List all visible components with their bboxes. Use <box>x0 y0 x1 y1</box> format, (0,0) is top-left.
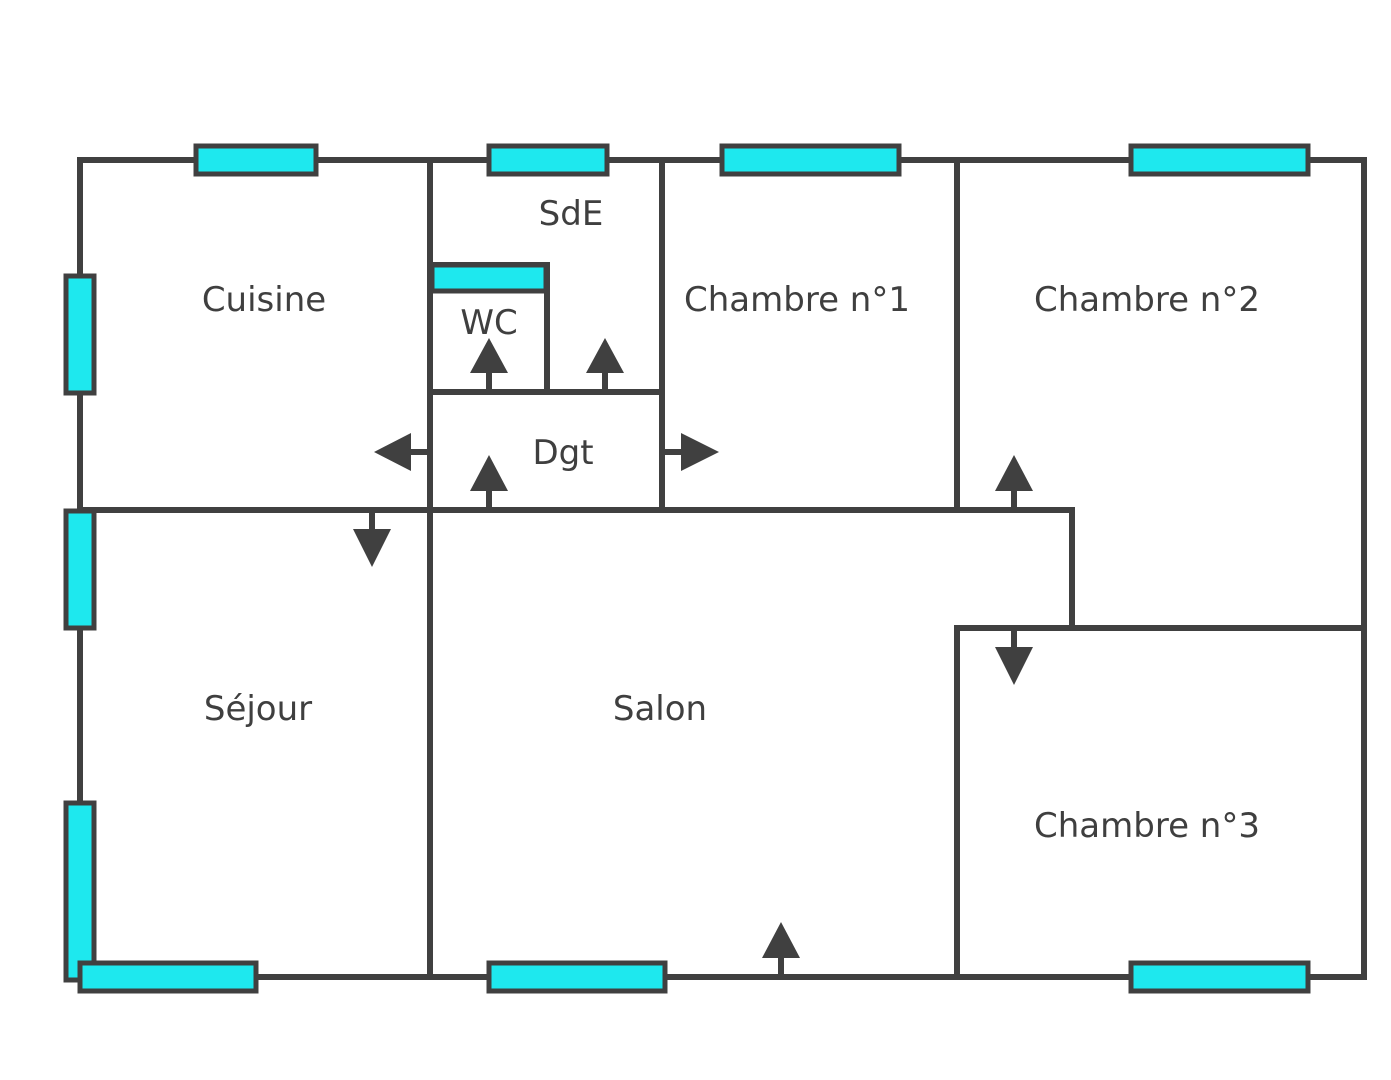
arrow-down-icon <box>995 630 1033 685</box>
window-sde-top <box>486 143 610 177</box>
room-label-sejour: Séjour <box>203 689 313 729</box>
windows <box>63 143 1311 994</box>
door-arrows <box>353 338 1033 975</box>
room-label-sde: SdE <box>538 194 604 234</box>
window-sejour-left-1 <box>63 508 97 631</box>
window-chambre3-bottom <box>1128 960 1311 994</box>
room-label-salon: Salon <box>612 689 708 729</box>
window-wc <box>429 262 549 294</box>
arrow-up-icon <box>762 922 800 975</box>
arrow-down-icon <box>353 512 391 567</box>
window-chambre1-top <box>719 143 902 177</box>
arrow-up-icon <box>470 338 508 390</box>
room-label-wc: WC <box>460 303 518 343</box>
window-cuisine-top <box>193 143 319 177</box>
arrow-up-icon <box>586 338 624 390</box>
window-cuisine-left <box>63 273 97 396</box>
arrow-left-icon <box>374 433 428 471</box>
window-sejour-bottom <box>77 960 259 994</box>
arrow-up-icon <box>470 455 508 508</box>
room-label-dgt: Dgt <box>532 433 594 473</box>
window-chambre2-top <box>1128 143 1311 177</box>
room-label-chambre3: Chambre n°3 <box>1034 806 1260 846</box>
outer-wall <box>77 157 1367 980</box>
window-sejour-left-2 <box>63 800 97 983</box>
room-label-chambre1: Chambre n°1 <box>684 280 910 320</box>
room-label-cuisine: Cuisine <box>201 280 327 320</box>
window-salon-bottom <box>486 960 668 994</box>
arrow-up-icon <box>995 455 1033 508</box>
room-label-chambre2: Chambre n°2 <box>1034 280 1260 320</box>
arrow-right-icon <box>664 433 719 471</box>
